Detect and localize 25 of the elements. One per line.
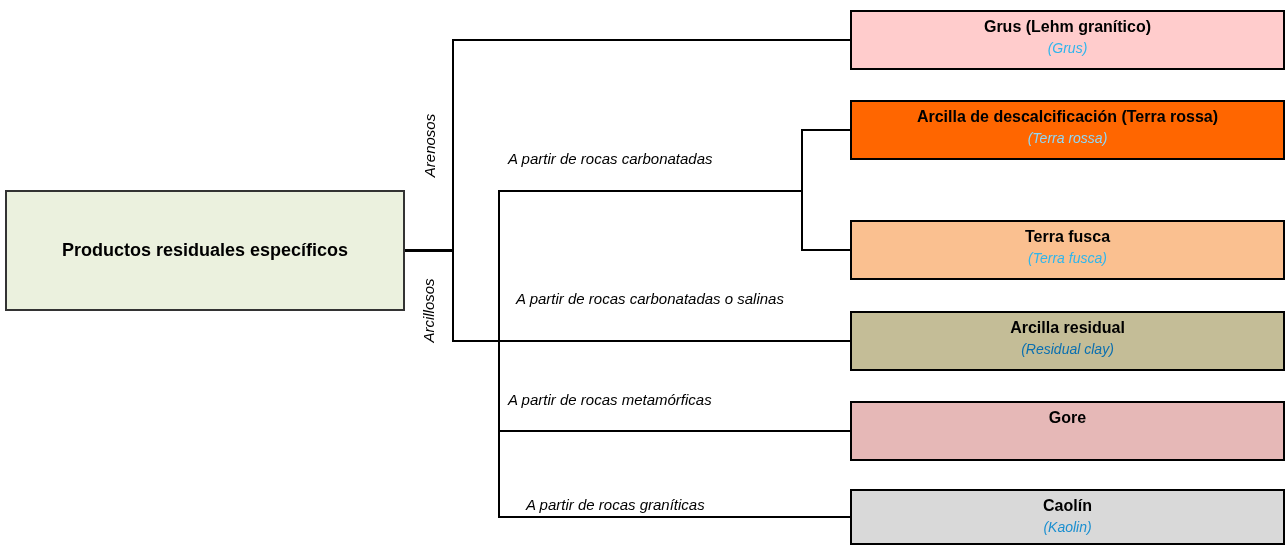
node-title: Caolín [1043,497,1092,515]
category-box [850,311,1285,371]
node-title: Arcilla residual [1010,319,1125,337]
category-box [850,220,1285,280]
english-name: (Terra rossa) [1027,130,1108,146]
edge-label: Arenosos [420,113,438,177]
english-name: (Kaolin) [1043,519,1092,535]
node-title: Grus (Lehm granítico) [983,18,1152,36]
node-title: Arcilla de descalcificación (Terra rossa) [916,108,1219,126]
category-box [850,489,1285,545]
english-name: (Residual clay) [1021,341,1114,357]
english-name: (Terra fusca) [1028,250,1107,266]
edge-label: A partir de rocas graníticas [526,496,705,513]
node-title: Gore [1048,409,1087,427]
category-box [850,401,1285,461]
node-title: Productos residuales específicos [61,240,349,261]
category-box [850,10,1285,70]
edge-label: A partir de rocas metamórficas [508,391,712,408]
category-box [850,100,1285,160]
branch-label: Arcillosos [419,277,437,343]
node-title: Terra fusca [1024,228,1111,246]
edge-label: A partir de rocas carbonatadas o salinas [514,289,785,309]
root-box [5,190,405,311]
branch-label: A partir de rocas carbonatadas [508,150,713,167]
english-name: (Grus) [1047,40,1088,56]
